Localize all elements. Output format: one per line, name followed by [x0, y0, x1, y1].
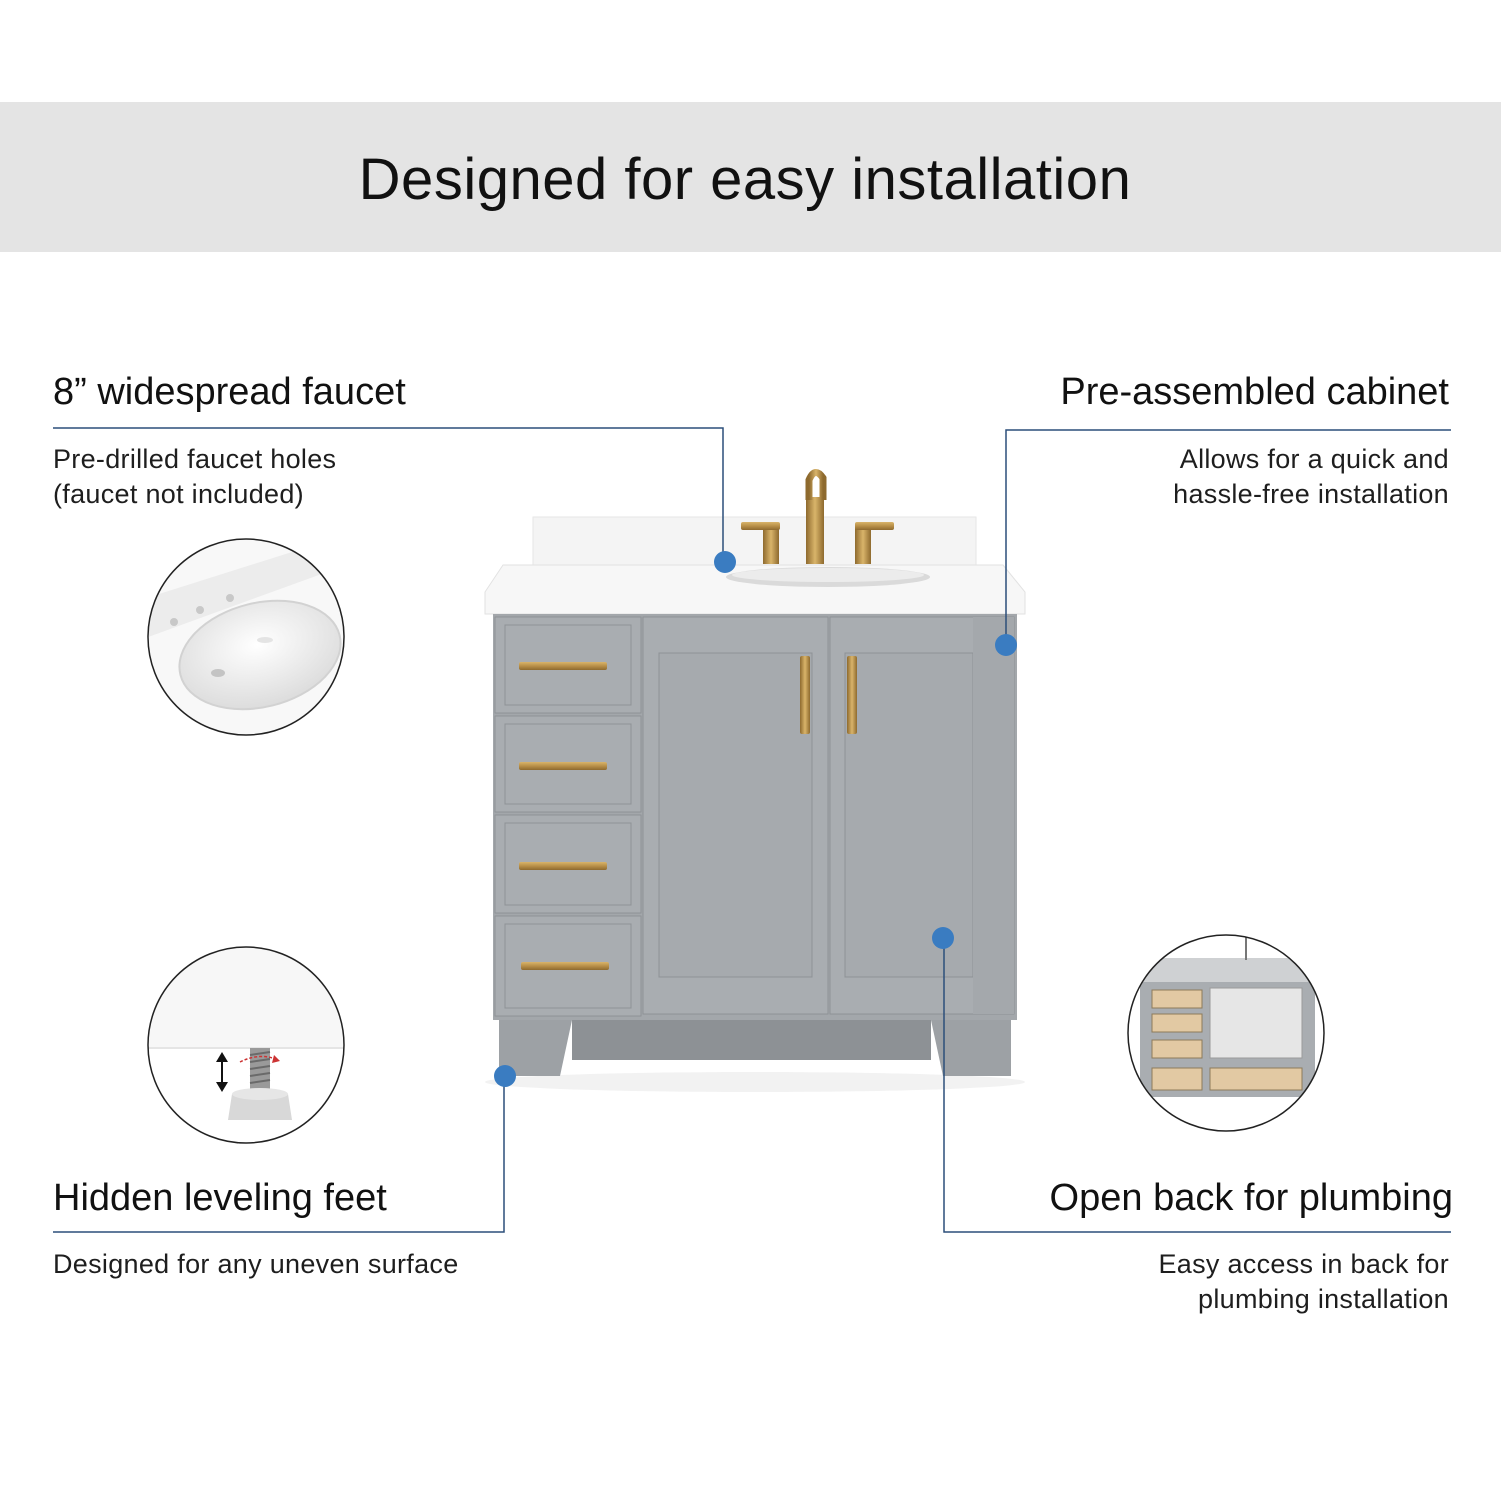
feature-desc-feet: Designed for any uneven surface [53, 1247, 459, 1282]
sink-basin-inner [732, 568, 924, 582]
drawer-pull [519, 862, 607, 870]
feature-title-faucet: 8” widespread faucet [53, 371, 406, 413]
drawer-pull [519, 662, 607, 670]
cabinet-base [499, 1020, 1011, 1076]
drawer-frame [504, 822, 632, 906]
feature-desc-line: Pre-drilled faucet holes [53, 444, 337, 474]
feature-desc-line: plumbing installation [1198, 1284, 1449, 1314]
callout-dot-feet [494, 1065, 516, 1087]
callout-dot-faucet [714, 551, 736, 573]
callout-line-plumbing [943, 938, 1451, 1233]
sink-faucet-holes-detail-icon [147, 538, 345, 736]
callout-dot-cabinet [995, 634, 1017, 656]
leveling-foot-detail-icon [147, 946, 345, 1144]
feature-title-feet: Hidden leveling feet [53, 1177, 387, 1219]
header-banner [0, 102, 1501, 252]
cabinet-doors [642, 616, 1015, 1015]
page-title: Designed for easy installation [358, 147, 1132, 212]
drawer-frame [504, 923, 632, 1009]
callout-dots [494, 551, 1017, 1087]
callout-dot-plumbing [932, 927, 954, 949]
door-handle [847, 656, 857, 734]
toe-kick-recess [572, 1020, 931, 1060]
feature-desc-cabinet: Allows for a quick and hassle-free insta… [1173, 442, 1449, 512]
feature-desc-line: hassle-free installation [1173, 479, 1449, 509]
floor-shadow [485, 1072, 1025, 1092]
door-panel [844, 652, 974, 978]
drawer-pull [519, 762, 607, 770]
drawer-frame [504, 723, 632, 805]
feature-desc-line: Designed for any uneven surface [53, 1249, 459, 1279]
feature-desc-line: Allows for a quick and [1179, 444, 1449, 474]
feature-title-cabinet: Pre-assembled cabinet [1060, 371, 1449, 413]
callout-line-cabinet [1005, 429, 1451, 643]
faucet-lever [741, 522, 780, 530]
vanity-cabinet [484, 469, 1026, 1092]
feature-desc-line: Easy access in back for [1158, 1249, 1449, 1279]
door-panel [658, 652, 813, 978]
cabinet-side-stile [973, 617, 1014, 1014]
open-back-cabinet-detail-icon [1127, 934, 1325, 1132]
faucet-spout-base [806, 497, 824, 564]
faucet-handle-base [855, 528, 871, 564]
door-handle [800, 656, 810, 734]
faucet-lever [855, 522, 894, 530]
feature-desc-line: (faucet not included) [53, 479, 304, 509]
drawer-frame [504, 624, 632, 706]
faucet [741, 469, 894, 564]
callout-lines [53, 427, 1451, 1233]
faucet-handle-base [763, 528, 779, 564]
feature-title-plumbing: Open back for plumbing [1049, 1177, 1453, 1219]
feature-desc-faucet: Pre-drilled faucet holes (faucet not inc… [53, 442, 336, 512]
callout-line-faucet [53, 427, 724, 560]
faucet-spout [805, 469, 827, 500]
drawer-pull [521, 962, 609, 970]
drawer-stack [494, 616, 642, 1017]
feature-desc-plumbing: Easy access in back for plumbing install… [1158, 1247, 1449, 1317]
callout-line-feet [53, 1077, 505, 1233]
